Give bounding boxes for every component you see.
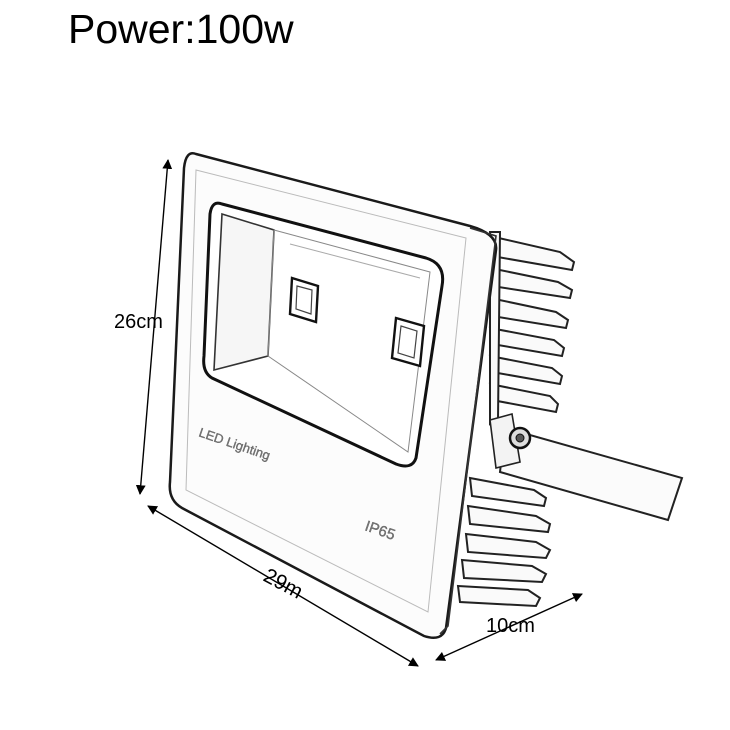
- depth-dimension-line: [435, 593, 583, 661]
- mounting-bracket: [489, 412, 684, 522]
- dimension-lines: [135, 159, 583, 667]
- led-chip-left: [288, 276, 320, 324]
- power-title: Power:100w: [68, 6, 294, 52]
- led-chip-right: [390, 316, 426, 368]
- width-dimension-line: [147, 505, 419, 667]
- height-dimension-line: [135, 159, 173, 495]
- lens-window: [202, 201, 445, 468]
- depth-label: 10cm: [486, 615, 535, 637]
- height-label: 26cm: [114, 311, 163, 333]
